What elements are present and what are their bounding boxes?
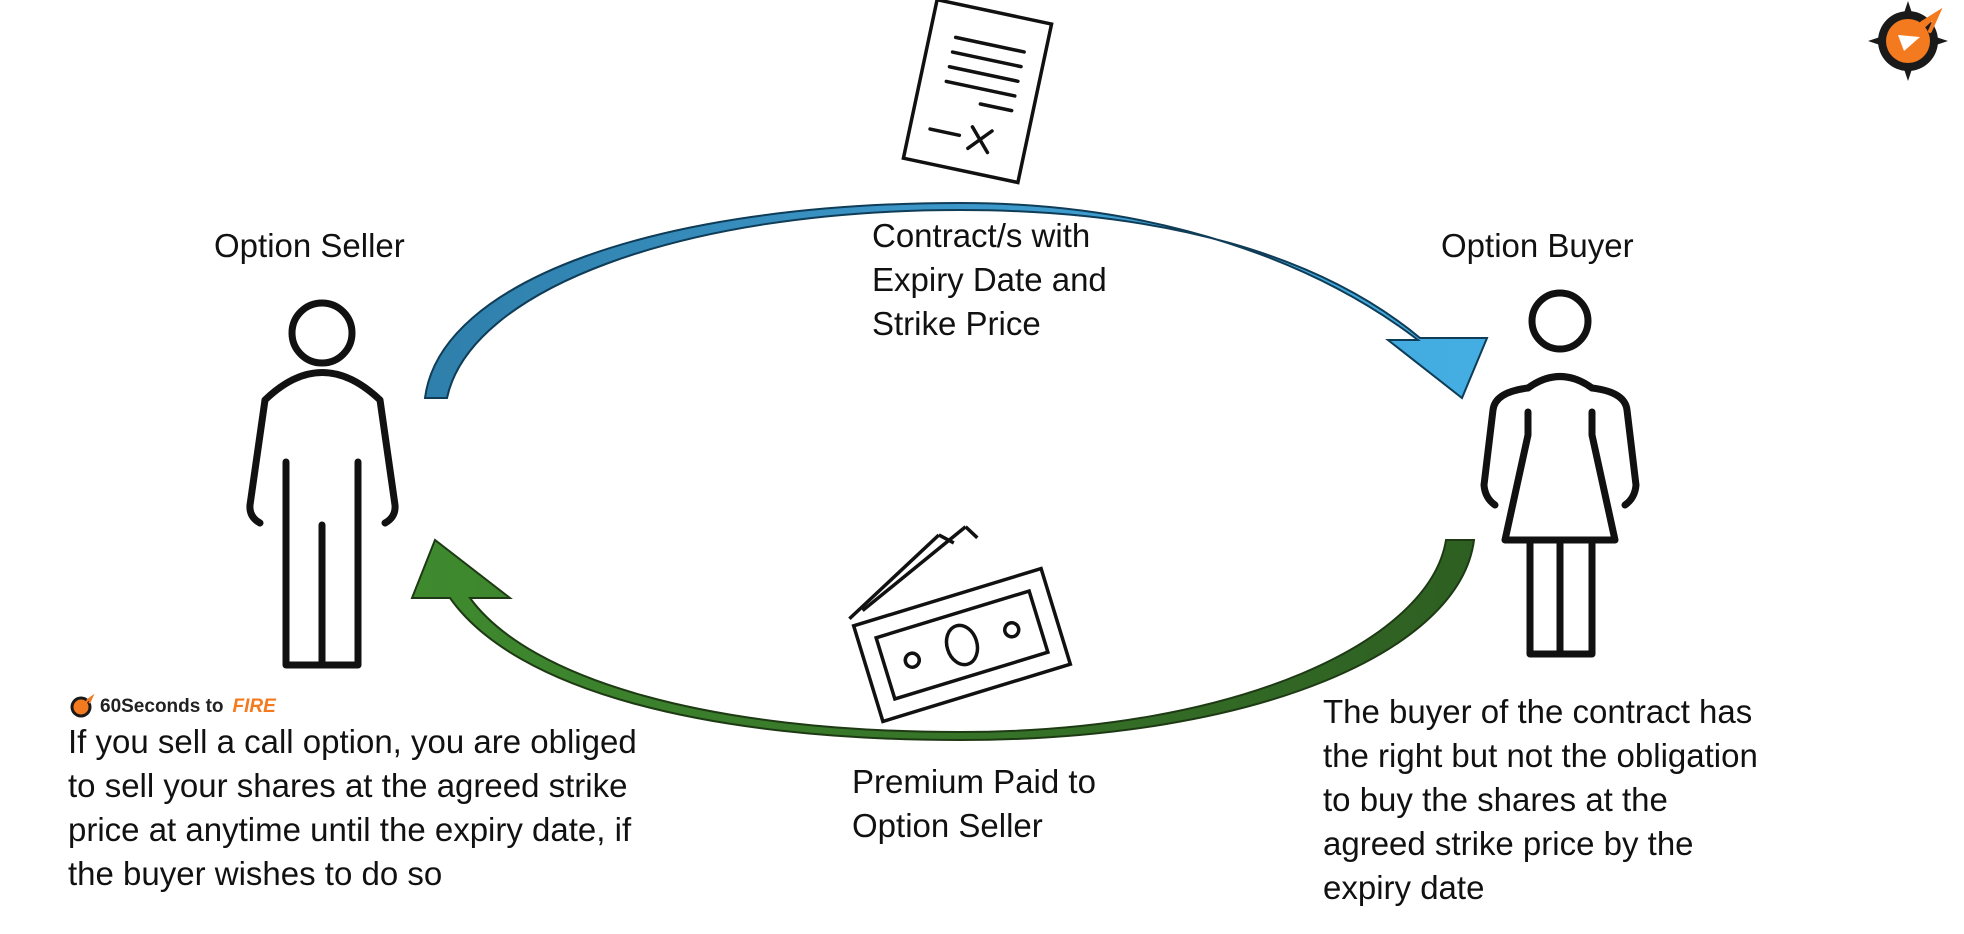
man-icon: [246, 299, 399, 669]
contract-flow-arrow: [423, 201, 1489, 400]
woman-icon: [1480, 289, 1640, 658]
cash-icon: [848, 525, 1073, 724]
compass-plane-logo-icon: [1868, 1, 1948, 81]
brand-name: 60Seconds to: [100, 696, 224, 717]
option-buyer-label: Option Buyer: [1441, 227, 1634, 264]
document-icon: [901, 0, 1054, 185]
premium-flow-arrow: [410, 538, 1476, 742]
contract-label: Contract/s with Expiry Date and Strike P…: [872, 217, 1107, 342]
brand-logo-icon: [70, 693, 95, 718]
premium-label: Premium Paid to Option Seller: [852, 763, 1096, 844]
buyer-note: The buyer of the contract has the right …: [1323, 693, 1758, 906]
seller-note: If you sell a call option, you are oblig…: [68, 723, 637, 892]
brand-accent: FIRE: [232, 696, 276, 717]
option-seller-label: Option Seller: [214, 227, 405, 264]
brand-watermark: 60Seconds to FIRE: [66, 690, 276, 724]
